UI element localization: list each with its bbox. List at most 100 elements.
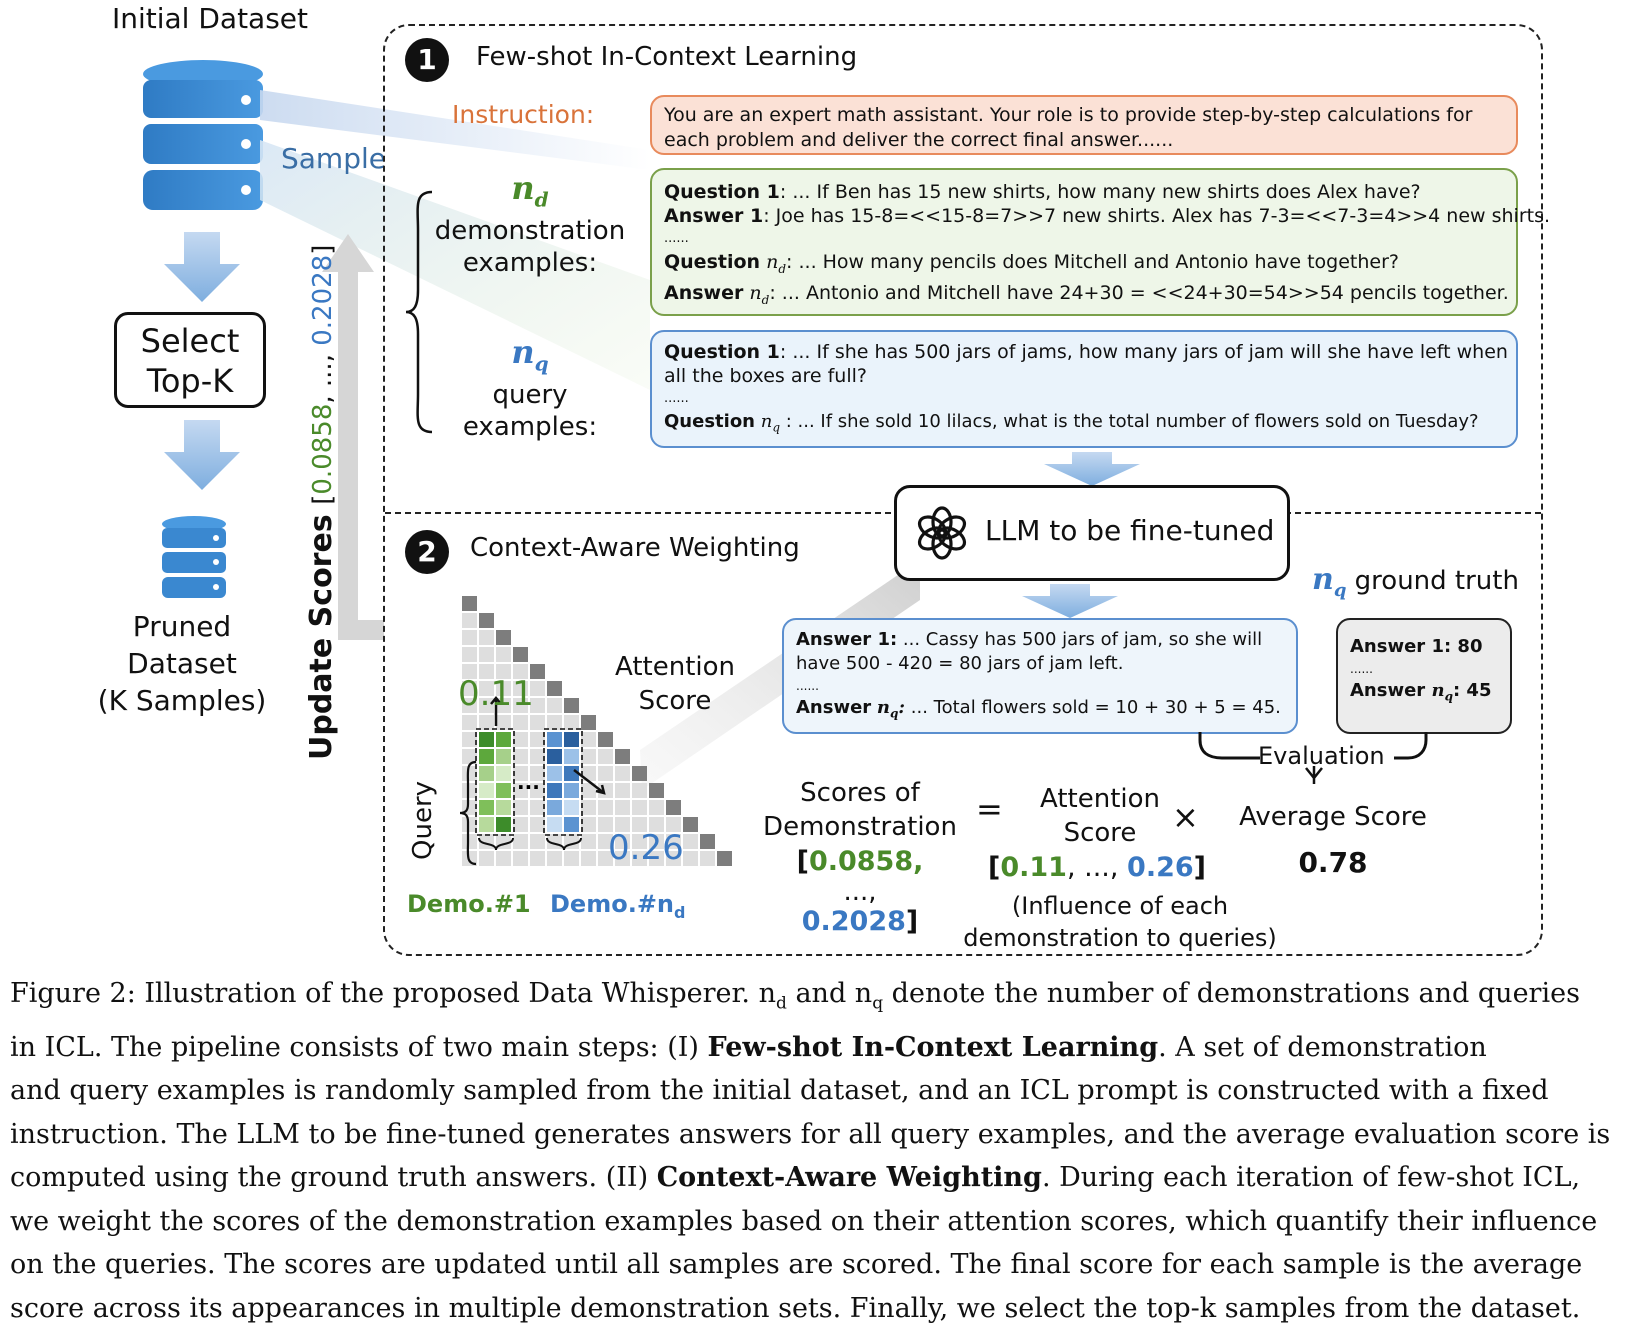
- attention-cell: [462, 783, 477, 798]
- demo-an-text: : ... Antonio and Mitchell have 24+30 = …: [769, 281, 1509, 304]
- attention-cell: [479, 800, 494, 815]
- att-line1: Attention: [1040, 784, 1160, 814]
- gt1: Answer 1: 80: [1350, 636, 1483, 657]
- attention-cell: [598, 800, 613, 815]
- attention-cell: [683, 834, 698, 849]
- attention-score-term: Attention Score: [1010, 782, 1190, 850]
- times-sign: ×: [1172, 798, 1199, 836]
- ansn-label: Answer: [796, 697, 872, 718]
- sample-beam: [260, 90, 650, 390]
- attention-cell: [564, 732, 579, 747]
- attention-cell: [717, 851, 732, 866]
- nq-line1: query: [492, 380, 568, 411]
- cap-l8: score across its appearances in multiple…: [10, 1292, 1581, 1324]
- pruned-line2: Dataset: [127, 647, 237, 680]
- attention-cell: [462, 664, 477, 679]
- update-v1: 0.0858: [308, 403, 338, 495]
- attention-cell: [496, 630, 511, 645]
- attention-cell: [547, 766, 562, 781]
- attention-cell: [598, 749, 613, 764]
- attention-cell: [479, 664, 494, 679]
- query-qn-label: Question: [664, 411, 755, 432]
- attention-cell: [615, 766, 630, 781]
- attention-line1: Attention: [615, 652, 735, 682]
- demo-dots: ......: [664, 231, 689, 246]
- attention-cell: [547, 698, 562, 713]
- nd-line1: demonstration: [434, 216, 626, 247]
- attention-cell: [700, 834, 715, 849]
- update-bracket-open: [: [308, 494, 338, 505]
- attention-cell: [564, 800, 579, 815]
- attention-cell: [649, 800, 664, 815]
- attention-matrix: ...: [462, 596, 732, 866]
- attention-cell: [666, 834, 681, 849]
- query-q1-text: : ... If she has 500 jars of jams, how m…: [779, 341, 1508, 363]
- database-icon: [143, 60, 263, 210]
- attention-cell: [530, 834, 545, 849]
- attention-cell: [496, 851, 511, 866]
- attention-line2: Score: [638, 686, 712, 716]
- cap-l5c: . During each iteration of few-shot ICL,: [1041, 1162, 1581, 1194]
- cap-l1-sub2: q: [872, 993, 884, 1014]
- attention-cell: [462, 647, 477, 662]
- attention-cell: [564, 783, 579, 798]
- step1-title: Few-shot In-Context Learning: [476, 42, 858, 72]
- attention-cell: [479, 732, 494, 747]
- attention-cell: [615, 851, 630, 866]
- update-arrow: [322, 234, 384, 640]
- evaluation-bracket: [1198, 732, 1428, 784]
- pruned-dataset-label: Pruned Dataset (K Samples): [82, 608, 282, 719]
- attention-cell: [530, 732, 545, 747]
- attention-cell: [513, 851, 528, 866]
- influence-line2: demonstration to queries): [963, 924, 1277, 952]
- attention-cell: [581, 715, 596, 730]
- attention-cell: [547, 749, 562, 764]
- demo-an-label: Answer: [664, 281, 744, 304]
- nd-sub: d: [534, 187, 549, 212]
- attention-cell: [496, 647, 511, 662]
- attention-cell: [513, 817, 528, 832]
- attention-cell: [547, 851, 562, 866]
- attention-cell: [479, 681, 494, 696]
- select-line2: Top-K: [146, 362, 234, 400]
- attention-cell: [513, 647, 528, 662]
- instruction-label: Instruction:: [452, 100, 595, 129]
- demo-column-outline: [543, 728, 583, 836]
- update-sep: , ...,: [308, 345, 338, 404]
- attention-cell: [530, 681, 545, 696]
- attention-cell: [547, 783, 562, 798]
- arrow-down-icon: [164, 232, 240, 302]
- demo1-label: Demo.#1: [407, 890, 531, 918]
- scores-v1: 0.0858,: [808, 846, 924, 877]
- attention-cell: [598, 732, 613, 747]
- answers-box: Answer 1: ... Cassy has 500 jars of jam,…: [782, 618, 1298, 734]
- cap-l5b: Context-Aware Weighting: [656, 1162, 1042, 1194]
- attention-cell: [632, 817, 647, 832]
- att-v1: 0.11: [1000, 852, 1067, 883]
- step1-number: 1: [405, 38, 449, 82]
- demo-q1-text: : ... If Ben has 15 new shirts, how many…: [779, 181, 1421, 203]
- scores-dots: ...,: [843, 877, 877, 907]
- attention-cell: [547, 715, 562, 730]
- demo-qn-text: : ... How many pencils does Mitchell and…: [786, 251, 1400, 273]
- attention-cell: [547, 817, 562, 832]
- attention-cell: [479, 613, 494, 628]
- attention-cell: [479, 715, 494, 730]
- attention-cell: [547, 732, 562, 747]
- instruction-box: You are an expert math assistant. Your r…: [650, 95, 1518, 155]
- attention-cell: [581, 851, 596, 866]
- step2-title: Context-Aware Weighting: [470, 533, 800, 563]
- attention-cell: [598, 834, 613, 849]
- llm-label: LLM to be fine-tuned: [985, 514, 1275, 547]
- instruction-line2: each problem and deliver the correct fin…: [664, 129, 1174, 151]
- cap-l1-sub1: d: [775, 993, 787, 1014]
- ans1-label: Answer 1:: [796, 629, 898, 650]
- attention-cell: [632, 766, 647, 781]
- pruned-line1: Pruned: [132, 610, 232, 643]
- main-panel: [383, 24, 1543, 956]
- attention-cell: [462, 613, 477, 628]
- query-q1-label: Question 1: [664, 341, 780, 363]
- select-top-k-box: Select Top-K: [114, 312, 266, 408]
- attention-cell: [513, 664, 528, 679]
- query-dots: ......: [664, 391, 689, 406]
